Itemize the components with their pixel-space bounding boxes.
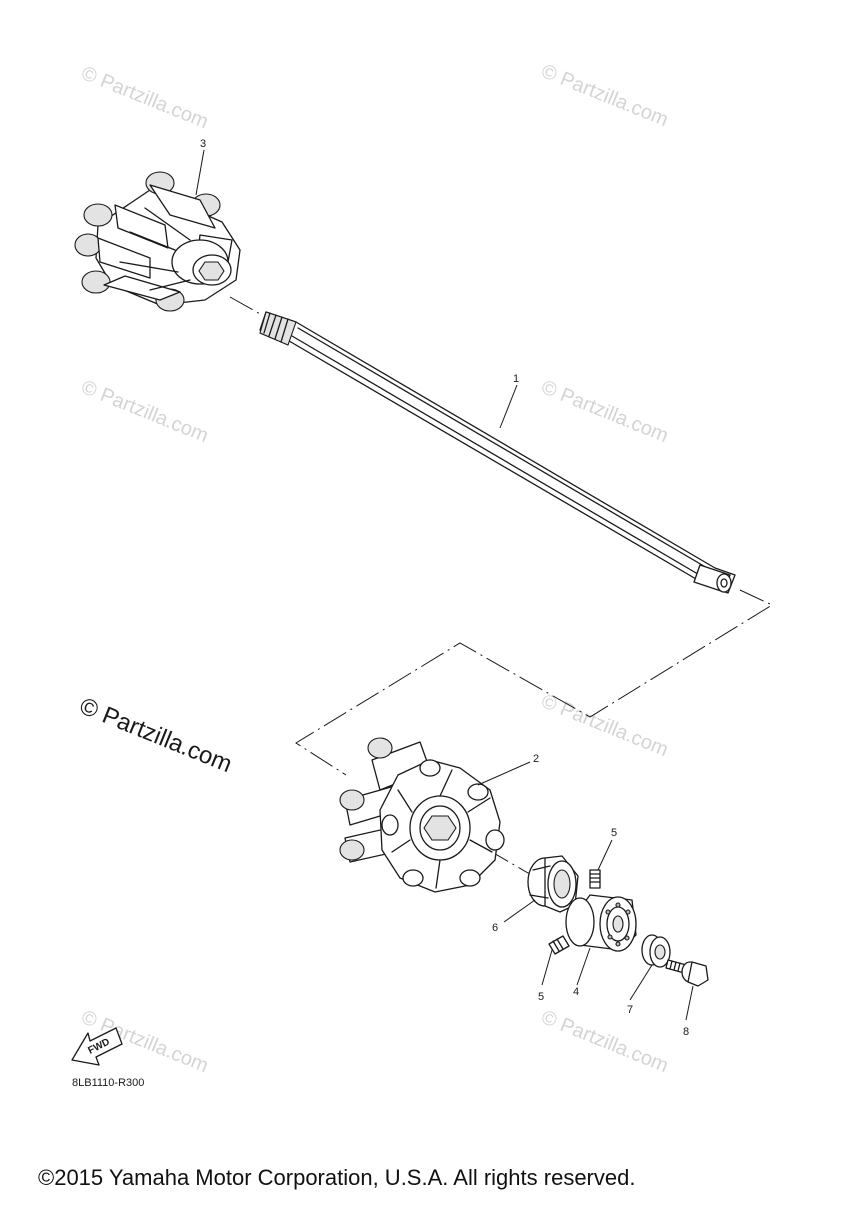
watermark: © Partzilla.com	[538, 60, 671, 131]
watermark-main: © Partzilla.com	[76, 693, 236, 779]
callout-6: 6	[492, 922, 498, 934]
bolt	[665, 959, 709, 987]
callout-5-upper: 5	[611, 827, 617, 839]
assembly-line	[295, 589, 774, 776]
collar	[527, 855, 579, 913]
callout-3: 3	[200, 138, 206, 150]
fwd-arrow-icon: FWD	[71, 1027, 123, 1066]
axis-line	[229, 296, 263, 316]
set-screw-lower	[548, 935, 570, 955]
watermark: © Partzilla.com	[538, 690, 671, 761]
watermark: © Partzilla.com	[538, 1006, 671, 1077]
callout-7: 7	[627, 1004, 633, 1016]
callout-4: 4	[573, 986, 579, 998]
bearing	[565, 894, 637, 952]
watermark: © Partzilla.com	[538, 376, 671, 447]
watermark: © Partzilla.com	[78, 376, 211, 447]
leader-lines	[195, 149, 694, 1021]
watermark: © Partzilla.com	[78, 62, 211, 133]
diagram-code: 8LB1110-R300	[72, 1077, 144, 1089]
sprocket-lower	[339, 737, 505, 893]
nut	[641, 934, 671, 968]
set-screw-upper	[589, 869, 601, 889]
callout-2: 2	[533, 753, 539, 765]
callout-5-lower: 5	[538, 991, 544, 1003]
sprocket-upper	[74, 171, 241, 312]
copyright-notice: ©2015 Yamaha Motor Corporation, U.S.A. A…	[38, 1165, 635, 1190]
drive-shaft	[259, 311, 736, 594]
callout-1: 1	[513, 373, 519, 385]
callout-8: 8	[683, 1026, 689, 1038]
